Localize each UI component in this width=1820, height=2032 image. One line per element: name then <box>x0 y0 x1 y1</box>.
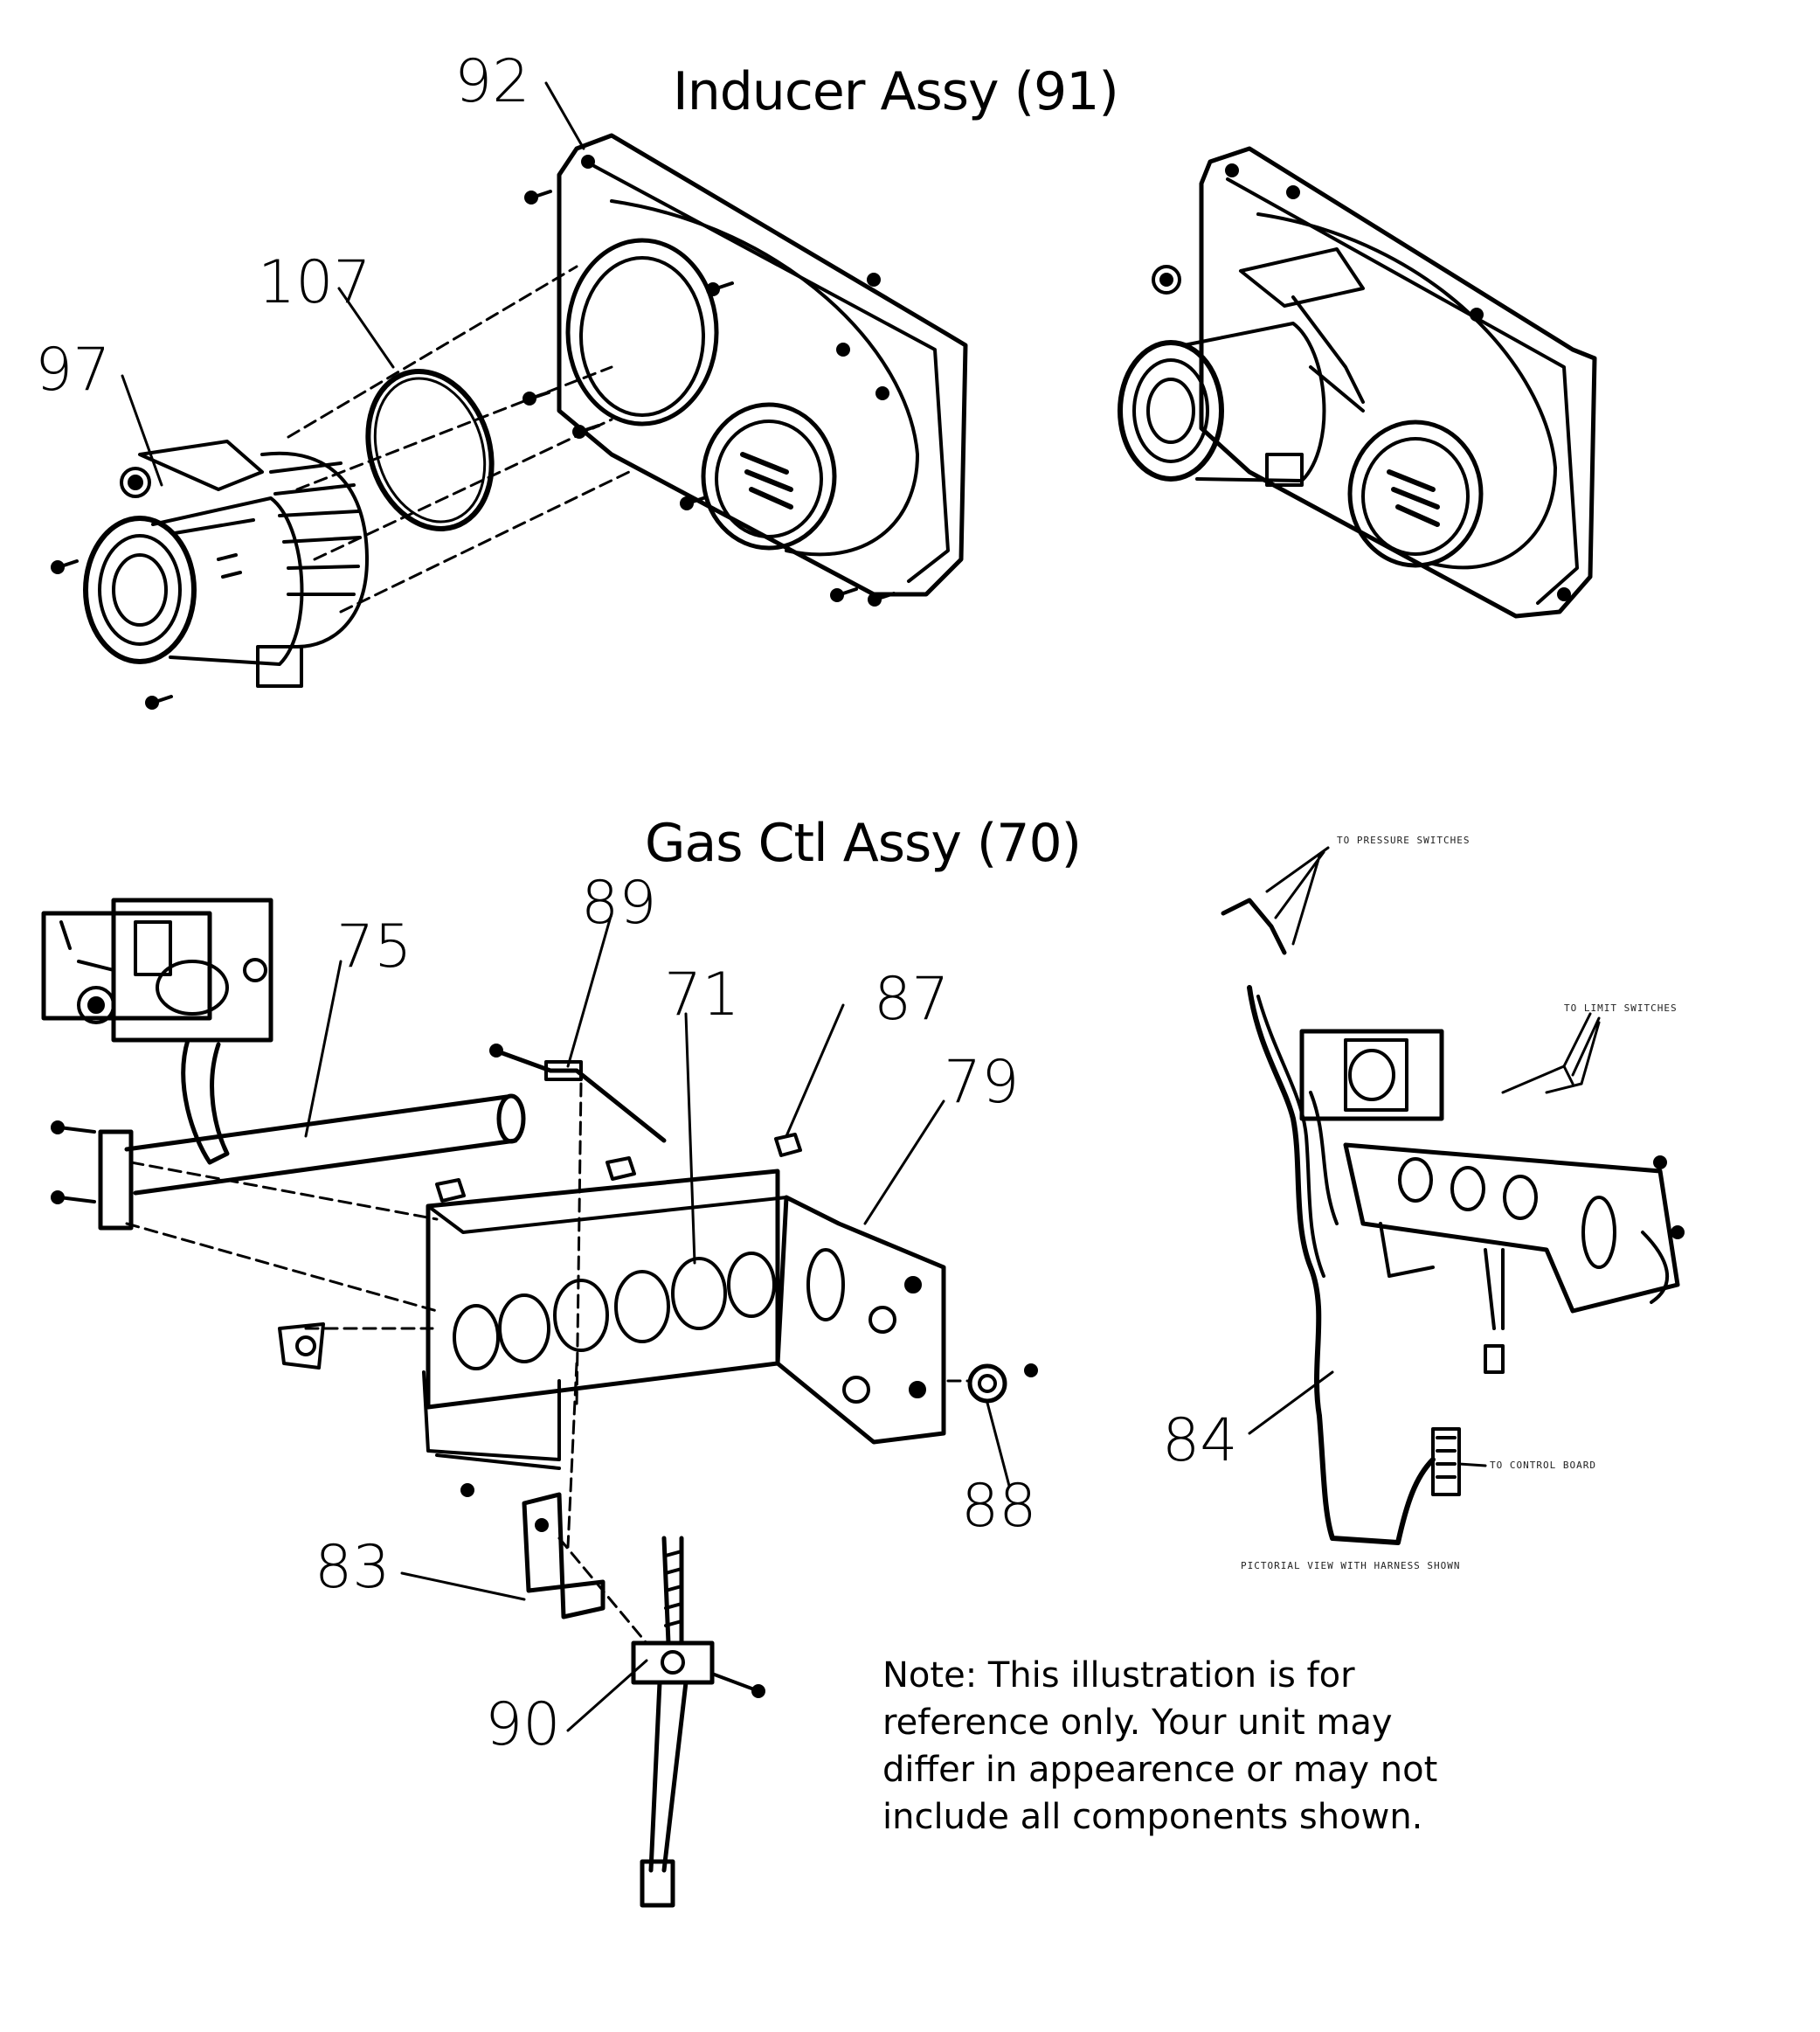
callout-79: 79 <box>944 1048 1020 1117</box>
callout-83: 83 <box>315 1533 391 1602</box>
manifold-pipe <box>51 1093 526 1231</box>
harness-label-pressure: TO PRESSURE SWITCHES <box>1337 835 1471 846</box>
inducer-assy-heading: Inducer Assy (91) <box>673 61 1119 122</box>
note-line: Note: This illustration is for <box>882 1655 1355 1696</box>
gasket-ring <box>365 369 495 531</box>
callout-107: 107 <box>258 248 371 317</box>
gas-ctl-assy-heading: Gas Ctl Assy (70) <box>645 813 1082 874</box>
gas-valve <box>41 898 273 1165</box>
leader-lines <box>121 81 1334 1732</box>
wiring-harness-view <box>1221 846 1685 1545</box>
igniter-bracket <box>460 1483 606 1619</box>
reference-note: Note: This illustration is for reference… <box>882 1652 1494 1841</box>
harness-label-limit: TO LIMIT SWITCHES <box>1564 1002 1678 1014</box>
inducer-assembled-view <box>1118 146 1597 619</box>
callout-88: 88 <box>961 1472 1037 1541</box>
callout-92: 92 <box>454 47 530 116</box>
note-line: reference only. Your unit may <box>882 1703 1393 1743</box>
callout-87: 87 <box>874 965 950 1034</box>
burner-bracket <box>775 1195 946 1445</box>
callout-89: 89 <box>581 869 657 938</box>
callout-75: 75 <box>336 912 412 981</box>
exploded-alignment-lines <box>287 265 631 614</box>
note-line: differ in appearence or may not <box>882 1750 1438 1790</box>
note-line: include all components shown. <box>882 1797 1423 1837</box>
harness-label-control: TO CONTROL BOARD <box>1490 1460 1596 1471</box>
callout-90: 90 <box>485 1690 561 1759</box>
inducer-housing-plate <box>557 133 968 597</box>
small-components <box>278 1044 1038 1404</box>
harness-caption: PICTORIAL VIEW WITH HARNESS SHOWN <box>1241 1560 1461 1571</box>
callout-97: 97 <box>35 336 111 405</box>
callout-71: 71 <box>664 961 740 1030</box>
burner-assembly <box>422 1169 788 1470</box>
callout-84: 84 <box>1162 1406 1238 1475</box>
inducer-motor <box>83 440 369 688</box>
gas-alignment-lines <box>125 1082 972 1645</box>
hot-surface-igniter <box>631 1536 765 1908</box>
